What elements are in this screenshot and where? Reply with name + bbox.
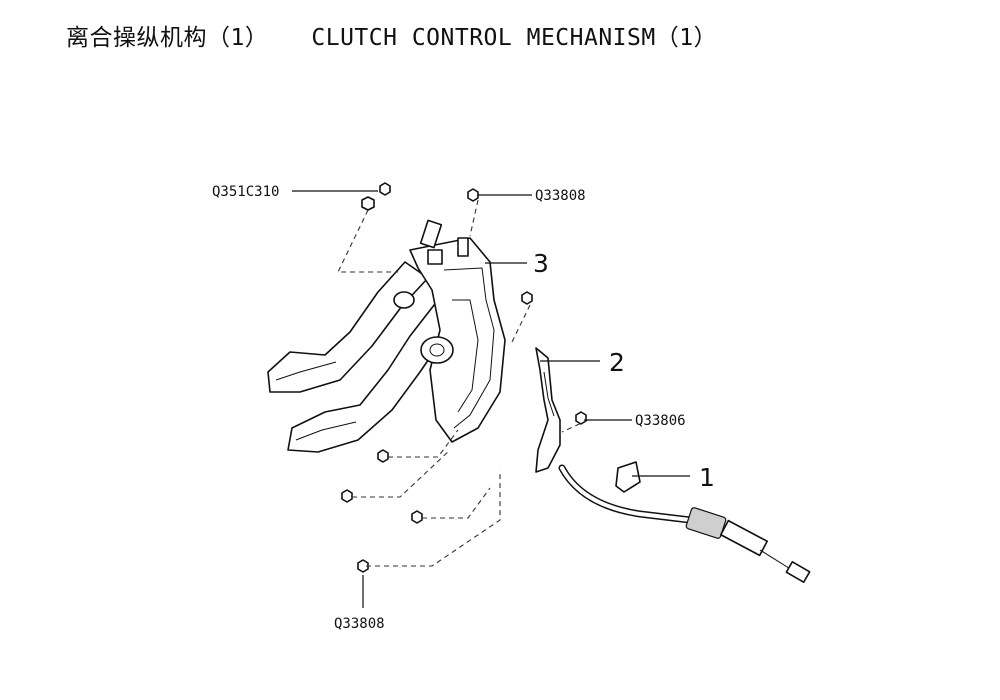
pedal-bracket-assembly — [267, 219, 506, 453]
callout-item-1: 1 — [699, 463, 715, 492]
callout-item-2: 2 — [609, 348, 625, 377]
clutch-cable-assembly — [535, 347, 811, 583]
leader-lines — [292, 190, 690, 608]
page-title: 离合操纵机构（1） CLUTCH CONTROL MECHANISM（1） — [66, 25, 718, 51]
callout-q33806: Q33806 — [635, 413, 686, 429]
callout-item-3: 3 — [533, 249, 549, 278]
callout-q33808-top: Q33808 — [535, 188, 586, 204]
fastener-nuts — [341, 182, 587, 573]
callout-q351c310: Q351C310 — [212, 184, 279, 200]
assembly-dashed-lines — [337, 199, 589, 567]
callout-q33808-bottom: Q33808 — [334, 616, 385, 632]
